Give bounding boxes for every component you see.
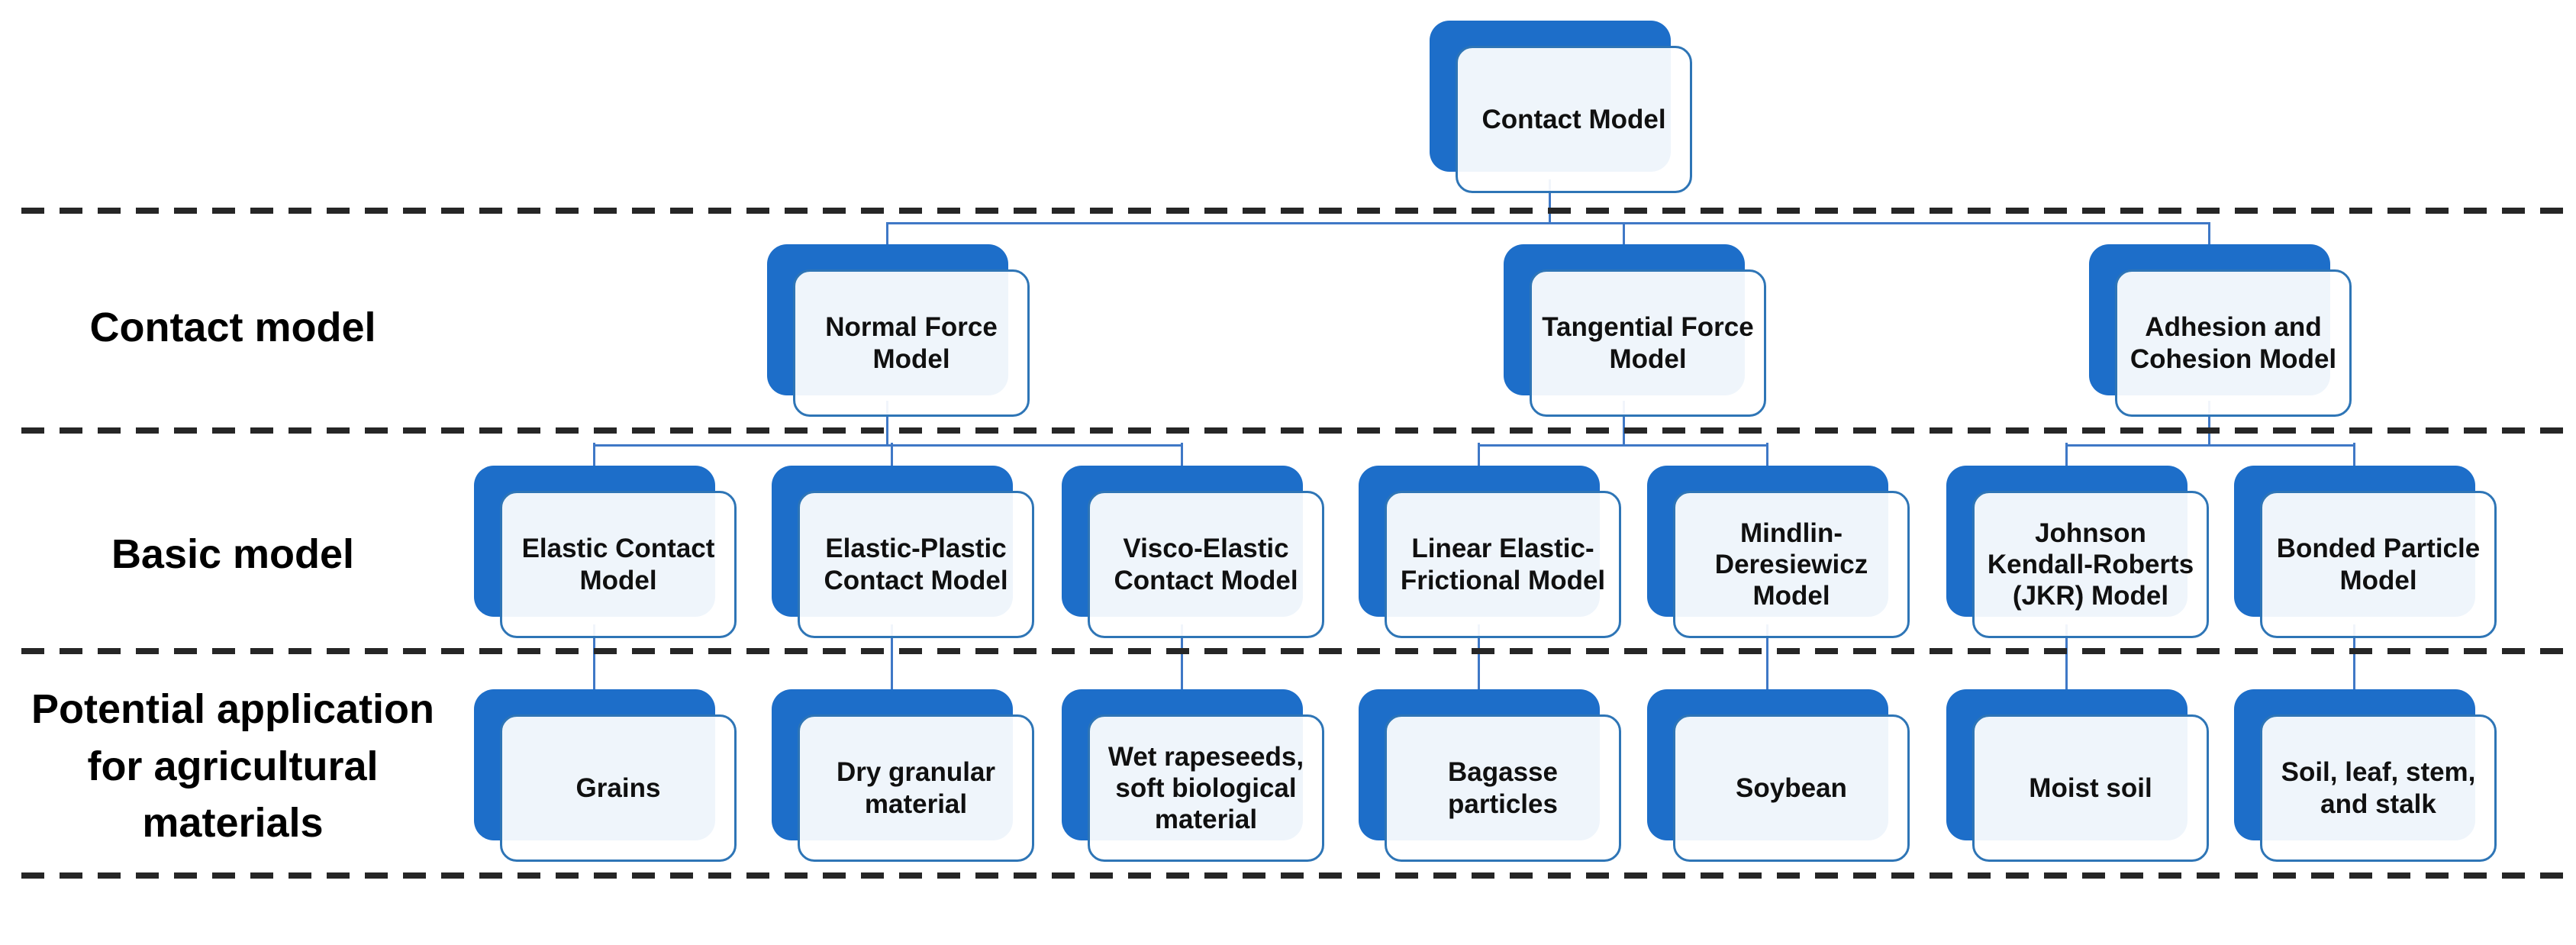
connector-drop-elastic-plastic [891, 443, 893, 477]
connector-stub-tangential [1623, 401, 1625, 447]
node-bonded-particle-model: Bonded Particle Model [2234, 466, 2501, 643]
node-tangential-force-model: Tangential Force Model [1504, 244, 1771, 421]
node-label: Elastic-Plastic Contact Model [798, 491, 1034, 638]
node-label: Soybean [1673, 714, 1910, 862]
node-label: Linear Elastic- Frictional Model [1385, 491, 1621, 638]
connector-app-dry-granular [891, 624, 893, 699]
connector-root-drop [1549, 179, 1551, 224]
node-label: Grains [500, 714, 737, 862]
node-dry-granular-material: Dry granular material [772, 689, 1039, 866]
node-linear-elastic-frictional-model: Linear Elastic- Frictional Model [1359, 466, 1626, 643]
node-moist-soil: Moist soil [1946, 689, 2213, 866]
node-wet-rapeseeds: Wet rapeseeds, soft biological material [1062, 689, 1329, 866]
connector-drop-elastic [593, 443, 595, 477]
connector-app-bagasse [1478, 624, 1480, 699]
divider-4 [21, 872, 2568, 879]
divider-3 [21, 648, 2568, 654]
row-label-contact-model: Contact model [89, 305, 376, 350]
connector-drop-linear [1478, 443, 1480, 477]
node-elastic-contact-model: Elastic Contact Model [474, 466, 741, 643]
connector-drop-mindlin [1766, 443, 1768, 477]
node-label: Visco-Elastic Contact Model [1088, 491, 1324, 638]
node-label: Dry granular material [798, 714, 1034, 862]
connector-drop-visco-elastic [1181, 443, 1183, 477]
row-label-basic-model: Basic model [111, 531, 355, 577]
divider-2 [21, 427, 2568, 434]
connector-app-moist-soil [2065, 624, 2068, 699]
connector-tangential-branch [1479, 444, 1768, 447]
connector-drop-bonded [2353, 443, 2355, 477]
node-label: Soil, leaf, stem, and stalk [2260, 714, 2497, 862]
connector-drop-tangential [1623, 222, 1625, 254]
node-grains: Grains [474, 689, 741, 866]
row-label-potential-application: Potential application for agricultural m… [31, 686, 435, 847]
node-label: Contact Model [1456, 46, 1692, 193]
node-mindlin-deresiewicz-model: Mindlin- Deresiewicz Model [1647, 466, 1914, 643]
node-label: Bonded Particle Model [2260, 491, 2497, 638]
connector-app-wet-rapeseeds [1181, 624, 1183, 699]
node-visco-elastic-contact-model: Visco-Elastic Contact Model [1062, 466, 1329, 643]
connector-app-grains [593, 624, 595, 699]
connector-drop-adhesion [2208, 222, 2210, 254]
connector-app-soybean [1766, 624, 1768, 699]
node-label: Bagasse particles [1385, 714, 1621, 862]
node-elastic-plastic-contact-model: Elastic-Plastic Contact Model [772, 466, 1039, 643]
node-soybean: Soybean [1647, 689, 1914, 866]
node-label: Moist soil [1972, 714, 2209, 862]
node-bagasse-particles: Bagasse particles [1359, 689, 1626, 866]
node-normal-force-model: Normal Force Model [767, 244, 1034, 421]
connector-stub-normal [886, 401, 888, 447]
connector-drop-normal [886, 222, 888, 254]
node-label: Mindlin- Deresiewicz Model [1673, 491, 1910, 638]
node-soil-leaf-stem-stalk: Soil, leaf, stem, and stalk [2234, 689, 2501, 866]
node-contact-model: Contact Model [1430, 21, 1697, 198]
node-adhesion-cohesion-model: Adhesion and Cohesion Model [2089, 244, 2356, 421]
connector-app-soil-leaf [2353, 624, 2355, 699]
node-label: Elastic Contact Model [500, 491, 737, 638]
node-label: Johnson Kendall-Roberts (JKR) Model [1972, 491, 2209, 638]
node-jkr-model: Johnson Kendall-Roberts (JKR) Model [1946, 466, 2213, 643]
node-label: Normal Force Model [793, 269, 1030, 417]
divider-1 [21, 208, 2568, 214]
node-label: Wet rapeseeds, soft biological material [1088, 714, 1324, 862]
connector-normal-branch [595, 444, 1182, 447]
node-label: Tangential Force Model [1530, 269, 1766, 417]
connector-drop-jkr [2065, 443, 2068, 477]
connector-adhesion-branch [2067, 444, 2355, 447]
node-label: Adhesion and Cohesion Model [2115, 269, 2352, 417]
connector-stub-adhesion [2208, 401, 2210, 447]
connector-level1-branch [888, 222, 2210, 224]
